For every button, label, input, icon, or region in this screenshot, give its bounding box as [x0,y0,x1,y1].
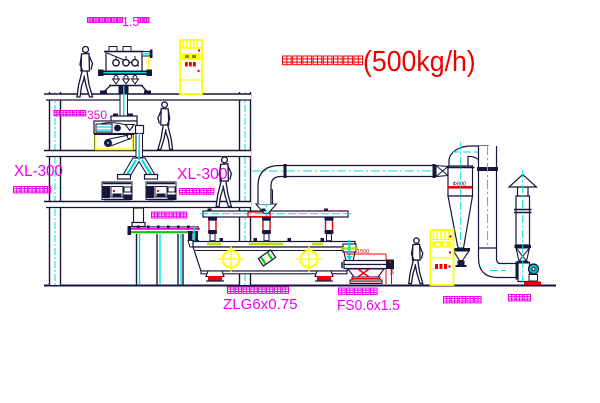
svg-text:1.5: 1.5 [122,15,139,29]
svg-text:540: 540 [390,266,396,275]
svg-text:1500: 1500 [357,249,369,255]
svg-text:FS0.6x1.5: FS0.6x1.5 [337,298,400,315]
svg-text:(500kg/h): (500kg/h) [363,45,476,77]
svg-text:350: 350 [87,108,107,122]
svg-text:XL-300: XL-300 [14,163,63,180]
svg-text:Φ800: Φ800 [453,182,467,188]
svg-text:XL-300: XL-300 [177,166,228,183]
svg-text:ZLG6x0.75: ZLG6x0.75 [223,297,298,313]
